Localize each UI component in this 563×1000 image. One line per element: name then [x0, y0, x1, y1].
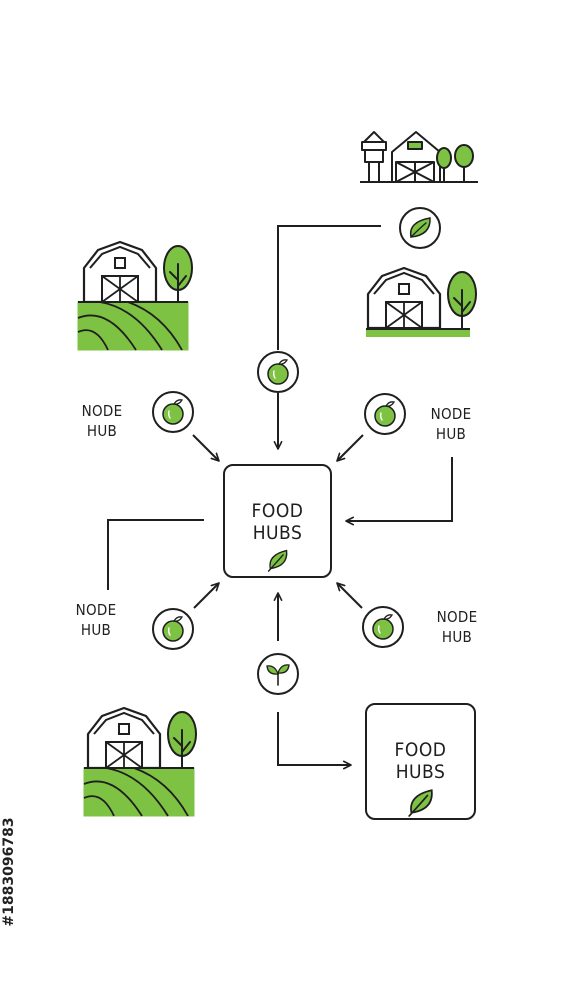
arrow-upper-left-node	[192, 434, 220, 462]
sprout-icon	[257, 653, 299, 695]
apple-icon	[362, 606, 404, 648]
connector-left-bracket	[107, 519, 204, 590]
hub-title-line-1: FOOD	[394, 739, 447, 761]
barn-field-icon	[83, 706, 198, 817]
leaf-icon	[267, 549, 287, 572]
node-hub-label-upper-right: NODE HUB	[421, 404, 481, 444]
node-hub-line-1: NODE	[75, 601, 117, 619]
farm-silo-icon	[360, 131, 478, 183]
node-hub-line-2: HUB	[435, 425, 467, 443]
node-hub-line-2: HUB	[441, 628, 473, 646]
node-hub-label-lower-left: NODE HUB	[66, 600, 126, 640]
barn-icon	[366, 266, 478, 337]
node-hub-label-upper-left: NODE HUB	[72, 401, 132, 441]
barn-field-icon	[77, 240, 194, 351]
apple-icon	[257, 351, 299, 393]
node-hub-line-1: NODE	[436, 608, 478, 626]
secondary-food-hub: FOOD HUBS	[365, 703, 476, 820]
node-hub-label-lower-right: NODE HUB	[427, 607, 487, 647]
arrow-lower-left-node	[193, 582, 220, 609]
hub-title-line-1: FOOD	[251, 500, 304, 522]
leaf-icon	[407, 789, 433, 817]
hub-title-line-2: HUBS	[395, 761, 446, 783]
apple-icon	[152, 391, 194, 433]
apple-icon	[364, 393, 406, 435]
leaf-icon	[399, 207, 441, 249]
arrow-lower-right-node	[336, 582, 363, 609]
node-hub-line-1: NODE	[81, 402, 123, 420]
stock-id-watermark: #1883096783	[1, 817, 17, 927]
node-hub-line-1: NODE	[430, 405, 472, 423]
connector-lines	[107, 225, 453, 770]
hub-title-line-2: HUBS	[252, 522, 303, 544]
node-hub-line-2: HUB	[86, 422, 118, 440]
arrow-upper-right-node	[336, 434, 364, 462]
node-hub-line-2: HUB	[80, 621, 112, 639]
connector-top-left	[277, 225, 381, 350]
central-food-hub: FOOD HUBS	[223, 464, 332, 578]
connector-right-node	[345, 457, 453, 526]
connector-to-secondary-hub	[277, 712, 352, 770]
apple-icon	[152, 608, 194, 650]
